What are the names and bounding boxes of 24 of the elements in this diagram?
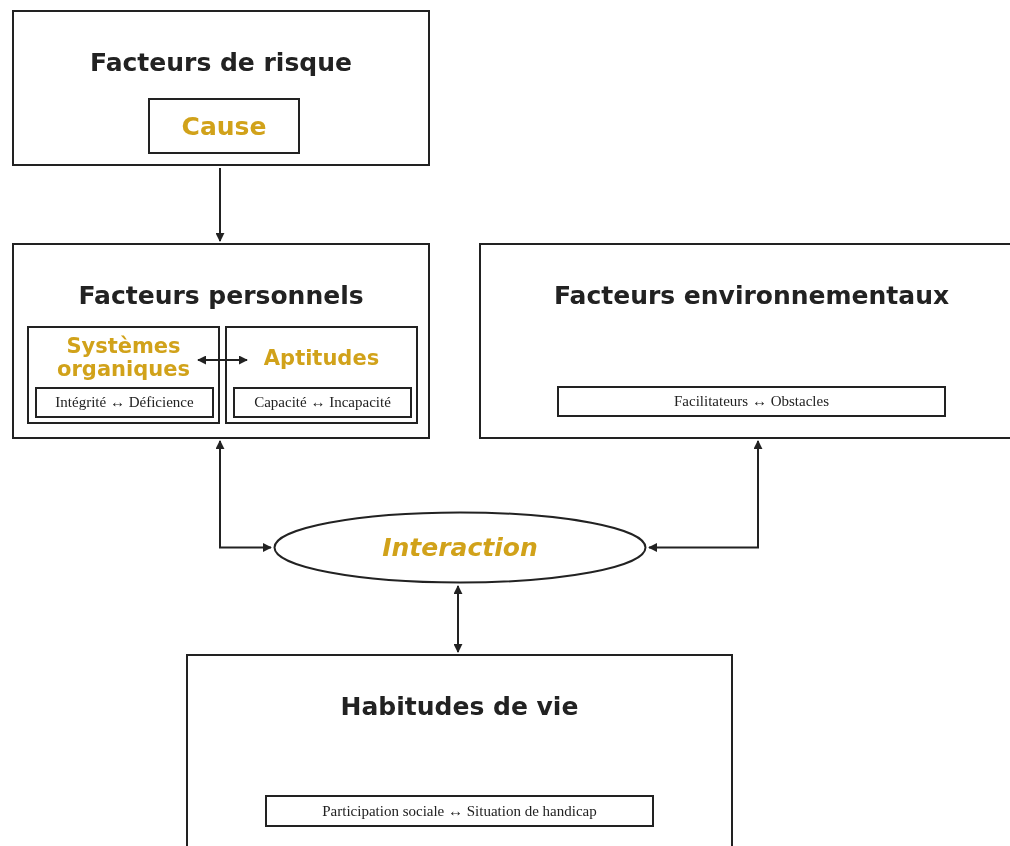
arrow — [453, 585, 463, 653]
box-title: Facteurs environnementaux — [552, 281, 951, 310]
box-title: Facteurs personnels — [77, 281, 365, 310]
box-frame — [479, 243, 1010, 439]
arrow — [215, 167, 225, 242]
arrow — [648, 440, 763, 552]
text-box: Capacité ↔ Incapacité — [233, 387, 412, 418]
arrow — [197, 355, 248, 365]
box-frame — [27, 326, 220, 424]
box-title: Cause — [181, 111, 267, 141]
box-frame — [186, 654, 733, 846]
text-box: Intégrité ↔ Déficience — [35, 387, 214, 418]
box-frame — [12, 243, 430, 439]
box-title: Facteurs de risque — [89, 48, 353, 77]
box-frame — [12, 10, 430, 166]
box-title: Systèmes organiques — [56, 335, 191, 381]
box-title: Habitudes de vie — [339, 692, 580, 721]
box-frame — [148, 98, 300, 154]
text-box: Participation sociale ↔ Situation de handicap — [265, 795, 654, 827]
box-title: Aptitudes — [263, 346, 380, 370]
box-frame — [225, 326, 418, 424]
ellipse-label: Interaction — [382, 533, 538, 562]
text-box: Facilitateurs ↔ Obstacles — [557, 386, 946, 417]
arrow — [215, 440, 272, 552]
